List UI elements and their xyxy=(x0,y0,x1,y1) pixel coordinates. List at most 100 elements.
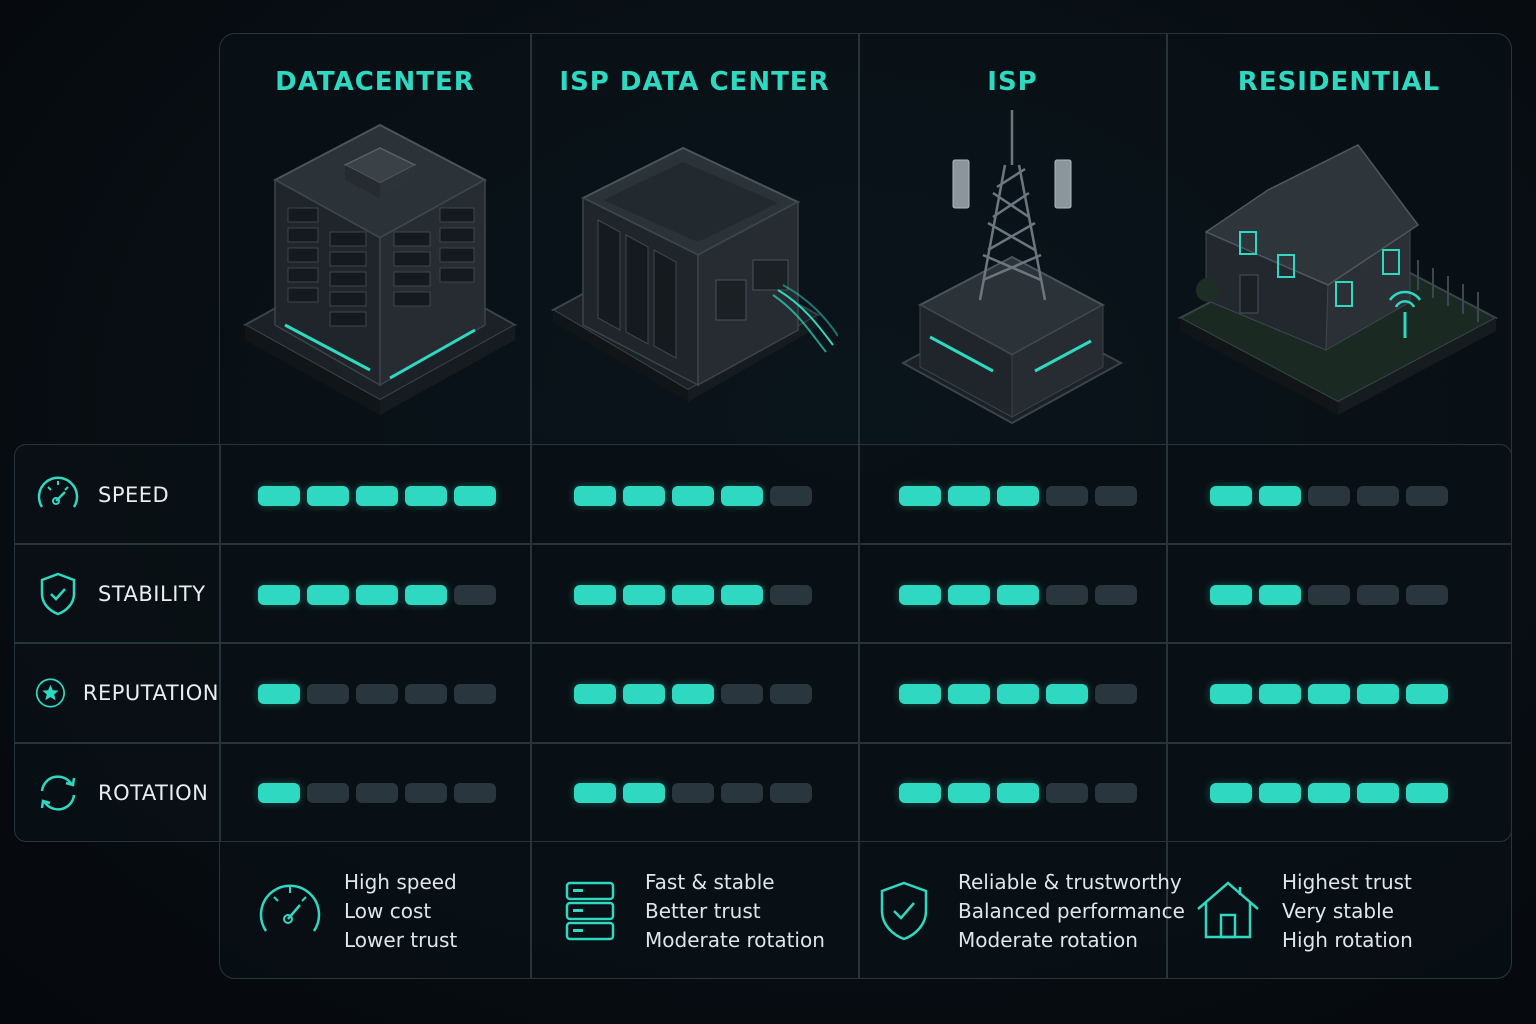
metric-label-reputation: REPUTATION xyxy=(82,680,219,705)
rating-segment-empty xyxy=(307,783,349,803)
column-title-residential: RESIDENTIAL xyxy=(1237,67,1441,97)
rating-bar-stability xyxy=(899,585,1137,605)
rating-bar-stability xyxy=(1210,585,1448,605)
summary-line: Fast & stable xyxy=(645,869,775,894)
rating-segment-filled xyxy=(1210,585,1252,605)
rating-segment-filled xyxy=(997,585,1039,605)
summary-line: Low cost xyxy=(344,898,432,923)
rating-segment-filled xyxy=(405,585,447,605)
rating-segment-filled xyxy=(948,783,990,803)
rating-segment-filled xyxy=(574,486,616,506)
rating-bar-rotation xyxy=(899,783,1137,803)
rating-segment-filled xyxy=(1259,585,1301,605)
shield-check-icon xyxy=(880,881,928,941)
metric-row-rotation: ROTATION xyxy=(14,743,219,842)
rating-segment-empty xyxy=(405,684,447,704)
rating-segment-filled xyxy=(258,486,300,506)
rating-segment-empty xyxy=(1357,486,1399,506)
rating-bar-stability xyxy=(574,585,812,605)
rating-bar-speed xyxy=(574,486,812,506)
rating-segment-filled xyxy=(1046,684,1088,704)
summary-isp: Reliable & trustworthy Balanced performa… xyxy=(868,843,1185,979)
rating-segment-empty xyxy=(1095,486,1137,506)
rating-segment-filled xyxy=(899,486,941,506)
rating-segment-filled xyxy=(997,684,1039,704)
rating-segment-empty xyxy=(307,684,349,704)
cell-tower-icon xyxy=(900,110,1124,425)
rating-segment-empty xyxy=(1095,783,1137,803)
rating-segment-filled xyxy=(454,486,496,506)
rating-segment-filled xyxy=(574,684,616,704)
rating-segment-filled xyxy=(356,486,398,506)
datacenter-building-icon xyxy=(242,123,518,415)
divider xyxy=(14,742,1512,744)
rating-bar-reputation xyxy=(574,684,812,704)
rating-segment-filled xyxy=(997,486,1039,506)
rating-segment-filled xyxy=(1406,783,1448,803)
rating-segment-filled xyxy=(672,585,714,605)
rating-segment-empty xyxy=(721,783,763,803)
rating-segment-filled xyxy=(1357,783,1399,803)
summary-line: Balanced performance xyxy=(958,898,1185,923)
rating-segment-empty xyxy=(770,684,812,704)
rating-segment-empty xyxy=(1308,585,1350,605)
rating-segment-empty xyxy=(770,783,812,803)
rating-segment-empty xyxy=(454,585,496,605)
speedometer-icon xyxy=(259,884,321,932)
metric-row-stability: STABILITY xyxy=(14,544,219,643)
rating-segment-empty xyxy=(672,783,714,803)
rating-segment-filled xyxy=(1259,684,1301,704)
rating-segment-empty xyxy=(721,684,763,704)
rating-segment-filled xyxy=(623,585,665,605)
metric-label-rotation: ROTATION xyxy=(98,780,209,805)
rating-segment-empty xyxy=(1406,486,1448,506)
rating-segment-filled xyxy=(1210,783,1252,803)
rating-segment-filled xyxy=(948,486,990,506)
rating-segment-empty xyxy=(405,783,447,803)
divider xyxy=(14,543,1512,545)
rating-segment-empty xyxy=(1308,486,1350,506)
rating-segment-filled xyxy=(899,684,941,704)
server-stack-icon xyxy=(565,881,615,941)
rating-segment-filled xyxy=(1308,783,1350,803)
summary-line: Moderate rotation xyxy=(958,927,1138,952)
summary-residential: Highest trust Very stable High rotation xyxy=(1192,843,1413,979)
rating-bar-reputation xyxy=(258,684,496,704)
rating-segment-empty xyxy=(1046,783,1088,803)
summary-datacenter: High speed Low cost Lower trust xyxy=(254,843,457,979)
rating-bar-speed xyxy=(899,486,1137,506)
rating-segment-empty xyxy=(1406,585,1448,605)
star-badge-icon xyxy=(35,677,66,708)
rating-segment-filled xyxy=(574,783,616,803)
residential-house-icon xyxy=(1178,144,1499,415)
rating-segment-filled xyxy=(997,783,1039,803)
rating-bar-reputation xyxy=(899,684,1137,704)
isp-data-center-building-icon xyxy=(550,146,838,402)
rotation-arrows-icon xyxy=(40,774,76,811)
summary-line: Lower trust xyxy=(344,927,458,952)
rating-segment-filled xyxy=(1259,783,1301,803)
metric-label-stability: STABILITY xyxy=(98,581,206,606)
rating-segment-filled xyxy=(574,585,616,605)
rating-segment-filled xyxy=(721,486,763,506)
summary-isp-data-center: Fast & stable Better trust Moderate rota… xyxy=(555,843,825,979)
rating-segment-filled xyxy=(672,486,714,506)
rating-segment-filled xyxy=(1210,684,1252,704)
rating-segment-empty xyxy=(1095,585,1137,605)
rating-segment-empty xyxy=(770,585,812,605)
rating-segment-empty xyxy=(1357,585,1399,605)
rating-segment-filled xyxy=(623,486,665,506)
rating-segment-filled xyxy=(356,585,398,605)
rating-segment-empty xyxy=(454,684,496,704)
rating-segment-filled xyxy=(1357,684,1399,704)
metric-row-speed: SPEED xyxy=(14,445,219,544)
rating-segment-filled xyxy=(258,684,300,704)
rating-segment-empty xyxy=(1046,486,1088,506)
rating-segment-filled xyxy=(948,585,990,605)
rating-segment-empty xyxy=(356,684,398,704)
rating-segment-filled xyxy=(307,585,349,605)
summary-line: Moderate rotation xyxy=(645,927,825,952)
rating-segment-empty xyxy=(1046,585,1088,605)
rating-segment-empty xyxy=(454,783,496,803)
divider xyxy=(530,34,532,978)
